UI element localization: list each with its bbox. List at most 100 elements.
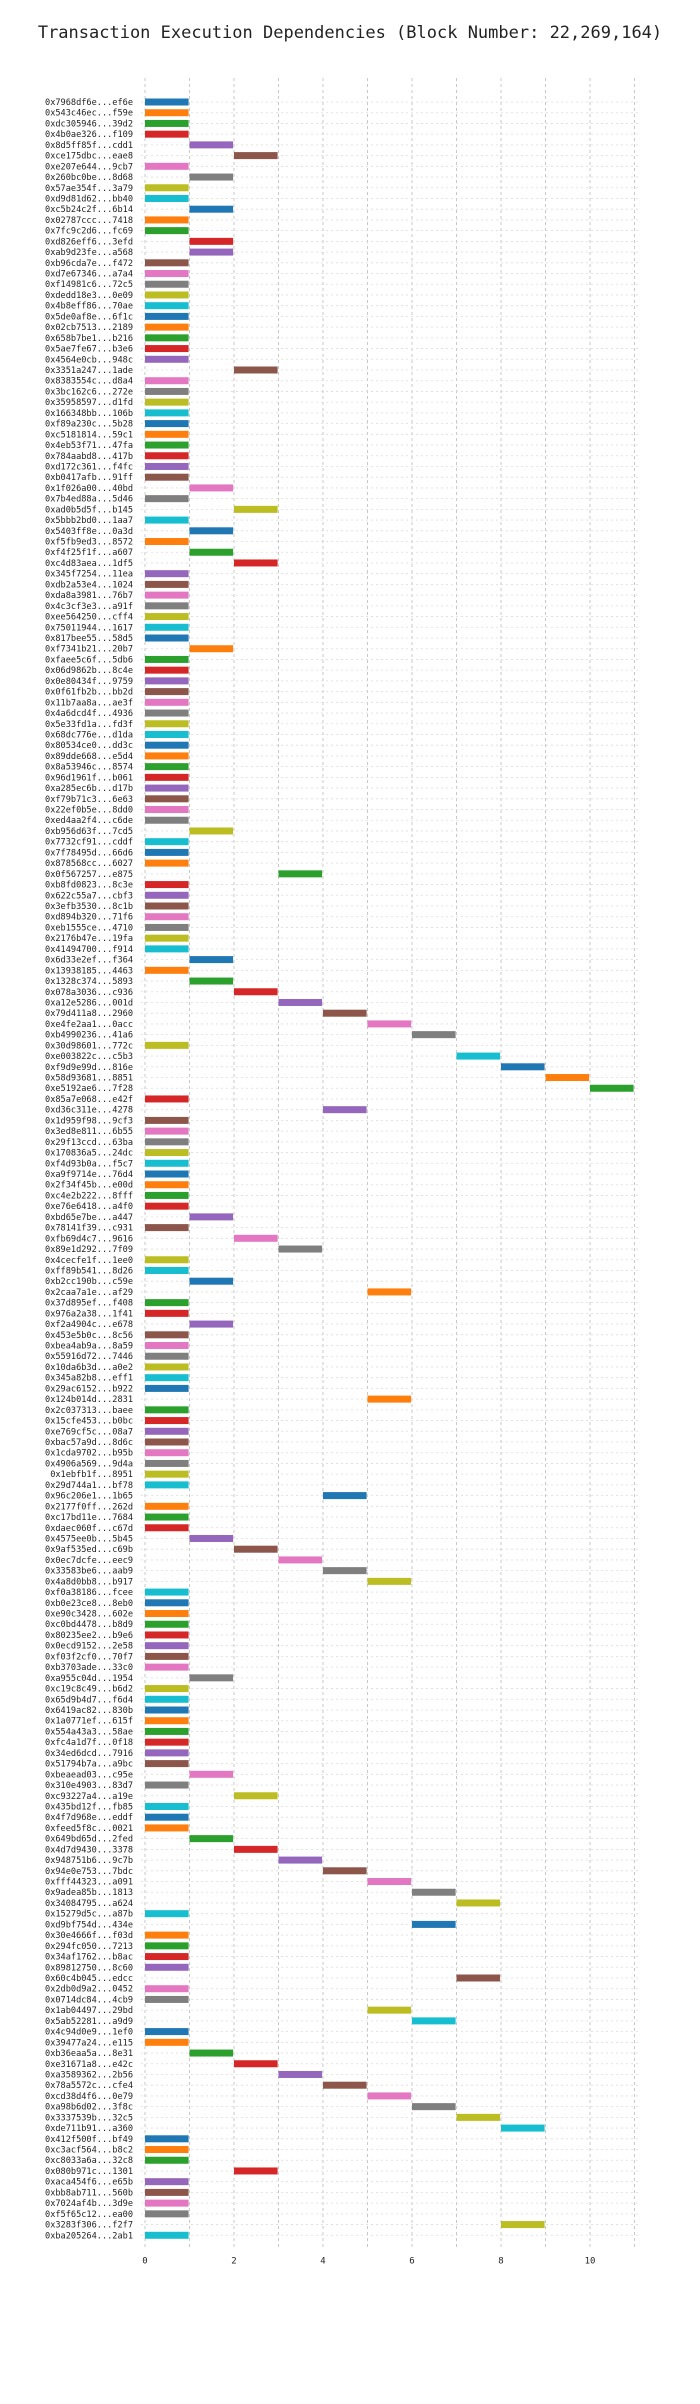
transaction-label: 0xb3703ade...33c0 (45, 1663, 133, 1673)
execution-bar (145, 1953, 189, 1961)
transaction-label: 0x85a7e068...e42f (45, 1095, 133, 1105)
transaction-label: 0xe5192ae6...7f28 (45, 1084, 133, 1094)
transaction-label: 0xaca454f6...e65b (45, 2178, 133, 2188)
transaction-label: 0x1cda9702...b95b (45, 1449, 133, 1459)
execution-bar (145, 1384, 189, 1392)
transaction-label: 0xa285ec6b...d17b (45, 784, 133, 794)
execution-bar (145, 966, 189, 974)
execution-bar (189, 2049, 234, 2057)
execution-bar (145, 1942, 189, 1950)
x-tick-label: 6 (409, 2256, 414, 2266)
transaction-label: 0x1ab04497...29bd (45, 2006, 133, 2016)
transaction-label: 0x5bbb2bd0...1aa7 (45, 516, 133, 526)
execution-bar (501, 2124, 545, 2132)
execution-bar (145, 634, 189, 642)
transaction-label: 0x5e33fd1a...fd3f (45, 720, 133, 730)
execution-bar (145, 580, 189, 588)
execution-bar (145, 934, 189, 942)
execution-bar (145, 1149, 189, 1157)
execution-bar (145, 2231, 189, 2239)
execution-bar (145, 602, 189, 610)
transaction-label: 0xed4aa2f4...c6de (45, 816, 133, 826)
transaction-label: 0x817bee55...58d5 (45, 634, 133, 644)
transaction-label: 0xfaee5c6f...5db6 (45, 655, 133, 665)
transaction-label: 0xba205264...2ab1 (45, 2231, 133, 2241)
execution-bars (145, 98, 634, 2239)
transaction-label: 0xa3589362...2b56 (45, 2070, 133, 2080)
transaction-label: 0xf5fb9ed3...8572 (45, 538, 133, 548)
execution-bar (456, 1052, 501, 1060)
transaction-label: 0x0714dc84...4cb9 (45, 1995, 133, 2005)
transaction-label: 0x6d33e2ef...f364 (45, 956, 133, 966)
execution-bar (234, 2060, 278, 2068)
execution-bar (323, 1009, 367, 1017)
transaction-label: 0xb0417afb...91ff (45, 473, 133, 483)
transaction-label: 0x4c94d0e9...1ef0 (45, 2028, 133, 2038)
transaction-label: 0xf2a4904c...e678 (45, 1320, 133, 1330)
execution-bar (145, 913, 189, 921)
execution-bar (456, 1974, 501, 1982)
execution-bar (234, 988, 278, 996)
transaction-label: 0x3bc162c6...272e (45, 387, 133, 397)
transaction-label: 0x68dc776e...d1da (45, 730, 133, 740)
execution-bar (145, 666, 189, 674)
execution-bar (145, 1095, 189, 1103)
transaction-label: 0x345f7254...11ea (45, 570, 133, 580)
execution-bar (145, 1266, 189, 1274)
transaction-label: 0xb4990236...41a6 (45, 1031, 133, 1041)
execution-bar (145, 109, 189, 117)
transaction-label: 0x34af1762...b8ac (45, 1953, 133, 1963)
execution-bar (145, 2178, 189, 2186)
execution-bar (145, 859, 189, 867)
execution-bar (145, 441, 189, 449)
execution-bar (145, 1449, 189, 1457)
transaction-label: 0x2177f0ff...262d (45, 1502, 133, 1512)
transaction-label: 0xbac57a9d...8d6c (45, 1438, 133, 1448)
transaction-label: 0x7f78495d...66d6 (45, 848, 133, 858)
transaction-label: 0x4b8eff86...70ae (45, 302, 133, 312)
transaction-label: 0x554a43a3...58ae (45, 1727, 133, 1737)
execution-bar (367, 1878, 412, 1886)
transaction-label: 0x3ed8e811...6b55 (45, 1127, 133, 1137)
execution-bar (234, 1234, 278, 1242)
execution-bar (145, 688, 189, 696)
transaction-label: 0x35958597...d1fd (45, 398, 133, 408)
transaction-label: 0x170836a5...24dc (45, 1149, 133, 1159)
transaction-label: 0xb96cda7e...f472 (45, 259, 133, 269)
execution-bar (145, 1406, 189, 1414)
transaction-label: 0x412f500f...bf49 (45, 2135, 133, 2145)
execution-bar (234, 366, 278, 374)
execution-bar (145, 1985, 189, 1993)
execution-bar (234, 505, 278, 513)
transaction-label: 0xe31671a8...e42c (45, 2060, 133, 2070)
transaction-label: 0x5de0af8e...6f1c (45, 312, 133, 322)
execution-bar (145, 270, 189, 278)
execution-bar (145, 1727, 189, 1735)
transaction-label: 0xfb69d4c7...9616 (45, 1234, 133, 1244)
transaction-label: 0x96c206e1...1b65 (45, 1492, 133, 1502)
transaction-label: 0x10da6b3d...a0e2 (45, 1363, 133, 1373)
execution-bar (145, 1620, 189, 1628)
transaction-label: 0x2176b47e...19fa (45, 934, 133, 944)
transaction-label: 0x1d959f98...9cf3 (45, 1116, 133, 1126)
transaction-label: 0x15279d5c...a87b (45, 1910, 133, 1920)
execution-bar (189, 237, 234, 245)
transaction-label: 0x13938185...4463 (45, 966, 133, 976)
transaction-label: 0xb2cc190b...c59e (45, 1277, 133, 1287)
execution-bar (412, 1920, 456, 1928)
execution-bar (145, 1138, 189, 1146)
transaction-label: 0xdaec060f...c67d (45, 1524, 133, 1534)
execution-bar (145, 1459, 189, 1467)
transaction-label: 0x02787ccc...7418 (45, 216, 133, 226)
grid-lines (141, 78, 641, 2250)
transaction-label: 0xc0bd4478...b8d9 (45, 1620, 133, 1630)
execution-bar (145, 2188, 189, 2196)
transaction-label: 0x7732cf91...cddf (45, 838, 133, 848)
execution-bar (189, 1674, 234, 1682)
transaction-label: 0xa12e5286...001d (45, 998, 133, 1008)
transaction-label: 0xee564250...cff4 (45, 613, 133, 623)
execution-bar (145, 1652, 189, 1660)
transaction-label: 0x29ac6152...b922 (45, 1384, 133, 1394)
